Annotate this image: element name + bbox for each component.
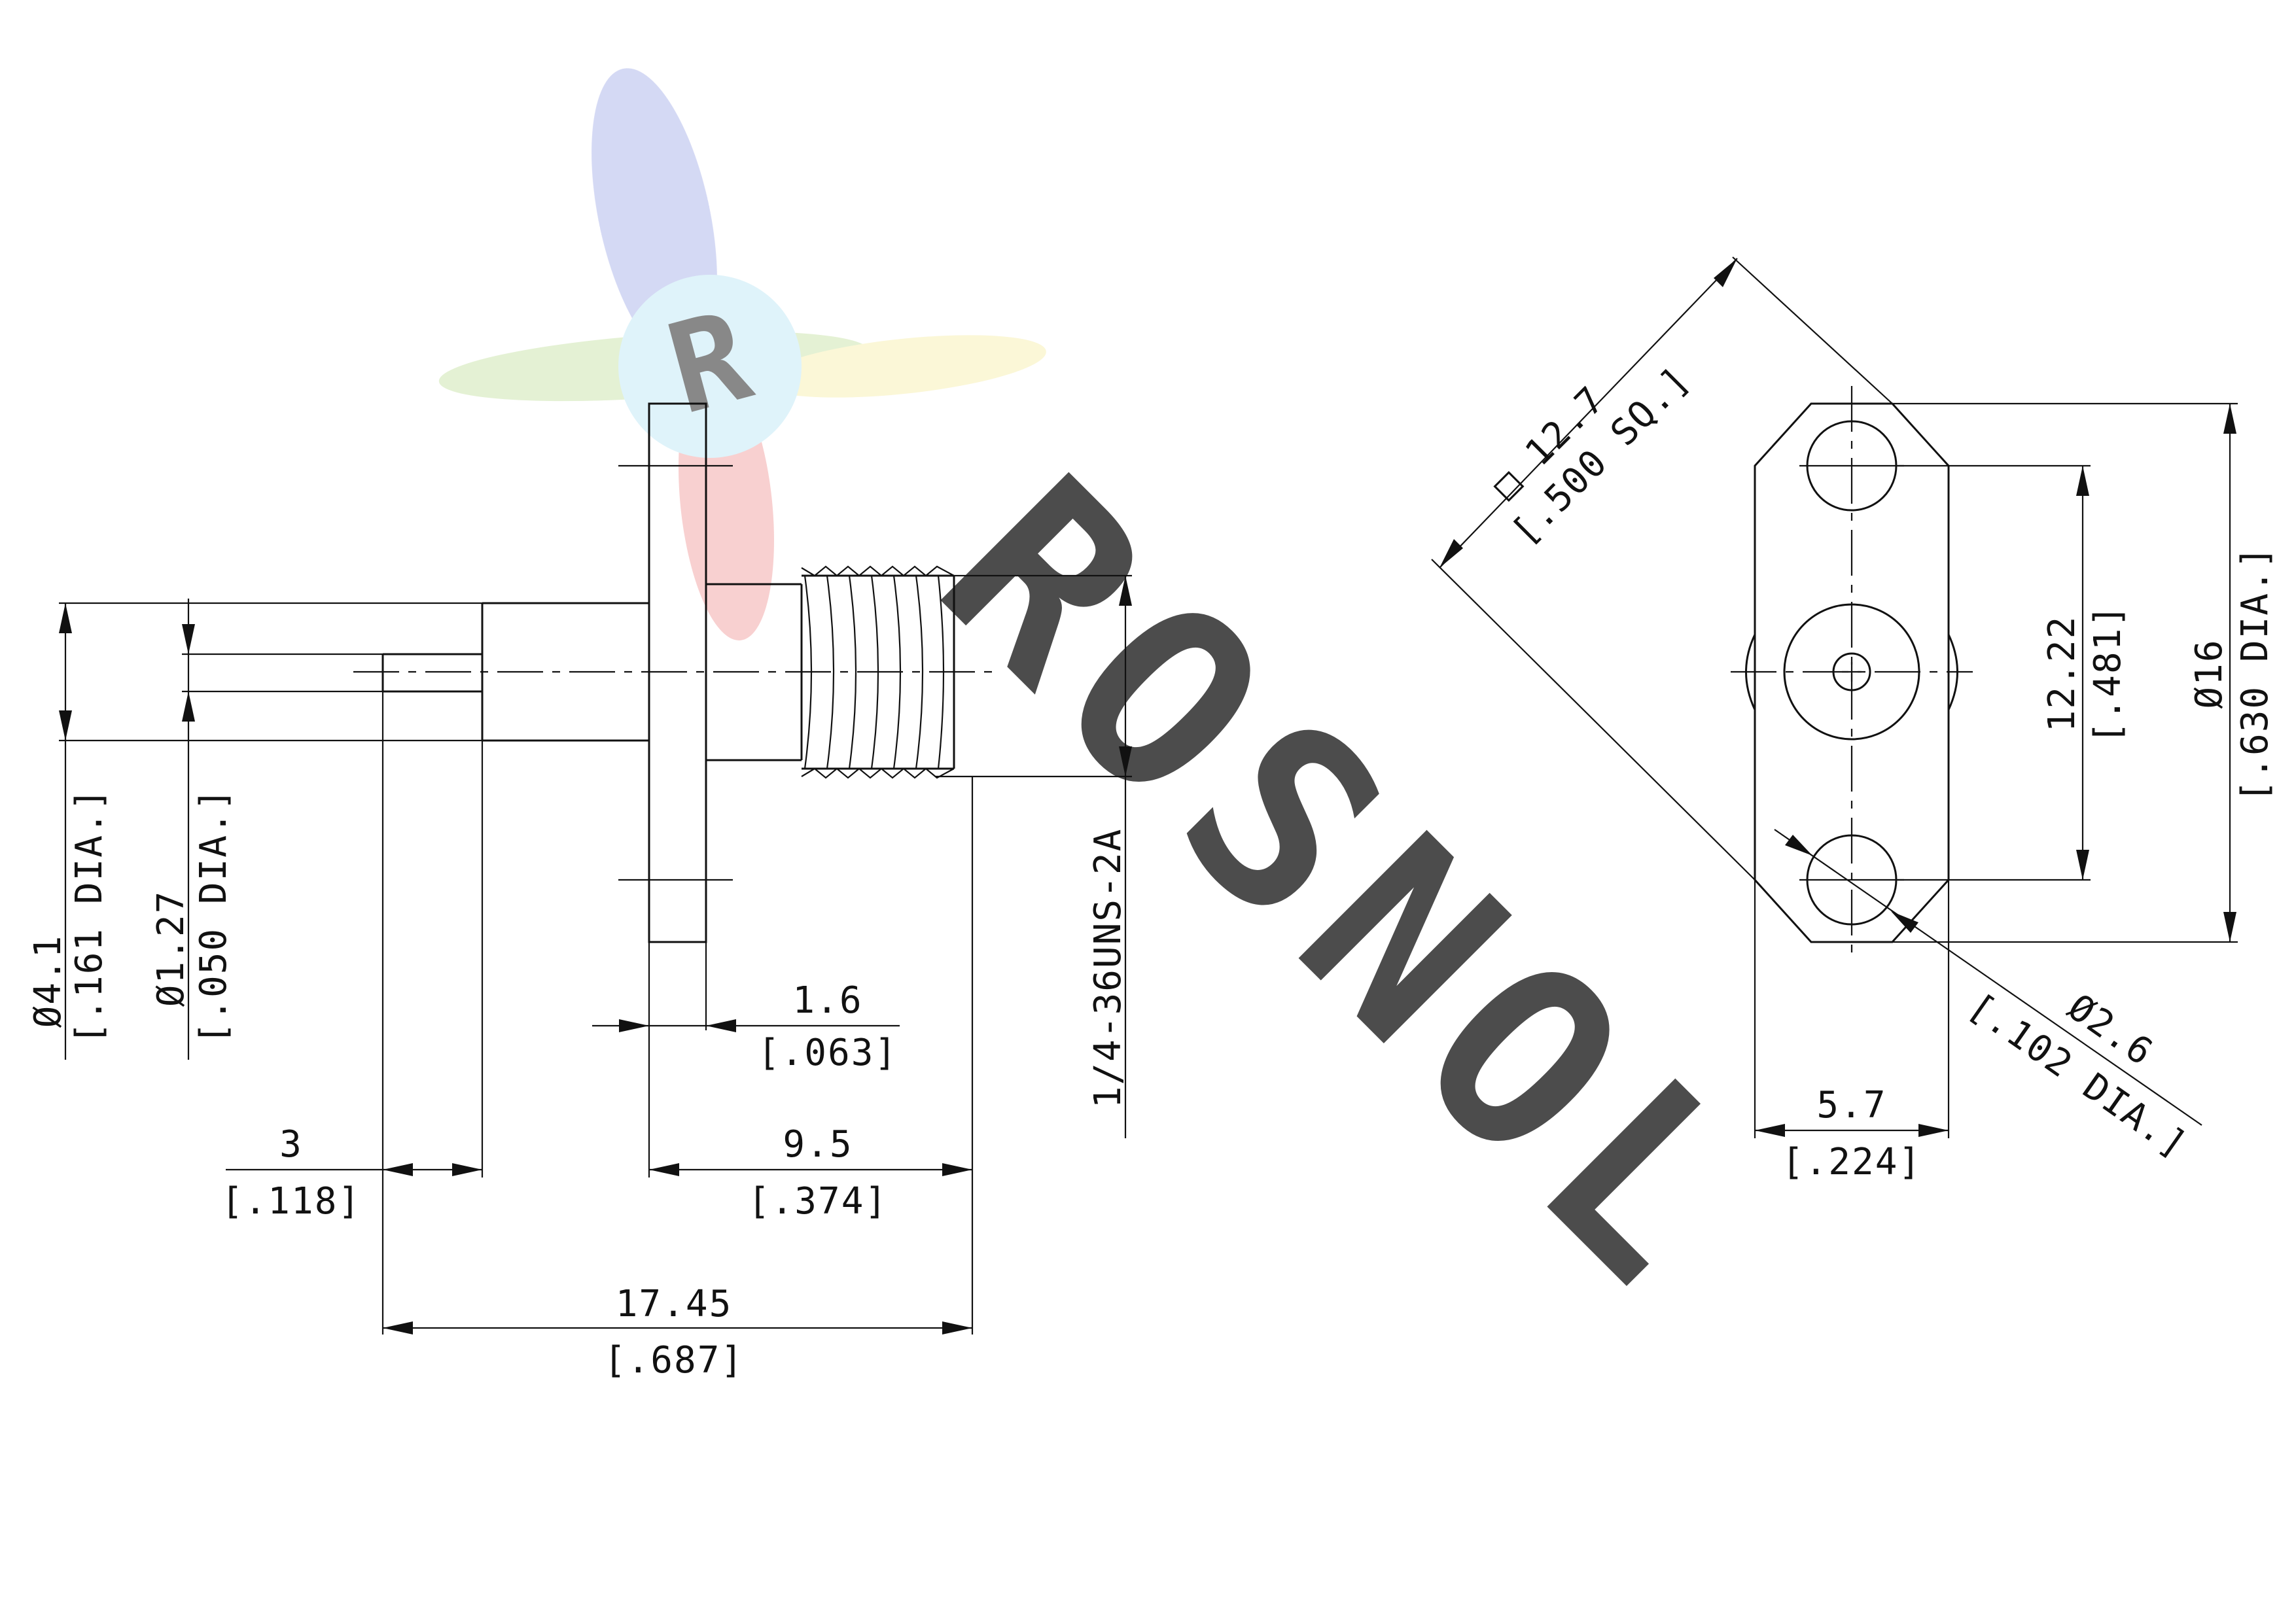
dim-flange-width-in: [.224] — [1782, 1141, 1922, 1183]
dim-pin-dia: Ø1.27 — [150, 890, 192, 1007]
dim-flange-dia: Ø16 — [2188, 638, 2231, 708]
side-view: Ø4.1 [.161 DIA.] Ø1.27 [.050 DIA.] 1.6 [… — [27, 402, 1132, 1382]
dim-pin-len: 3 — [279, 1123, 303, 1166]
dim-overall-len: 17.45 — [616, 1283, 733, 1325]
dim-flange-thk-in: [.063] — [758, 1032, 898, 1074]
dim-flange-thk: 1.6 — [792, 979, 862, 1022]
dim-hole-spacing: 12.22 — [2041, 616, 2083, 733]
dim-flange-width: 5.7 — [1816, 1084, 1886, 1126]
dim-body-dia-in: [.161 DIA.] — [68, 788, 111, 1045]
dim-pin-len-in: [.118] — [221, 1180, 361, 1223]
dim-thread-len-in: [.374] — [748, 1180, 888, 1223]
watermark-brand-text: ROSNOL — [887, 425, 1810, 1348]
dim-thread-spec: 1/4-36UNS-2A — [1087, 828, 1129, 1109]
watermark-logo: R — [438, 68, 1046, 640]
dim-hole-spacing-in: [.481] — [2087, 604, 2129, 744]
dim-pin-dia-in: [.050 DIA.] — [192, 788, 235, 1045]
dim-thread-len: 9.5 — [783, 1123, 853, 1166]
dim-body-dia: Ø4.1 — [27, 935, 69, 1028]
dim-flange-dia-in: [.630 DIA.] — [2234, 546, 2276, 803]
dim-overall-len-in: [.687] — [604, 1339, 744, 1382]
